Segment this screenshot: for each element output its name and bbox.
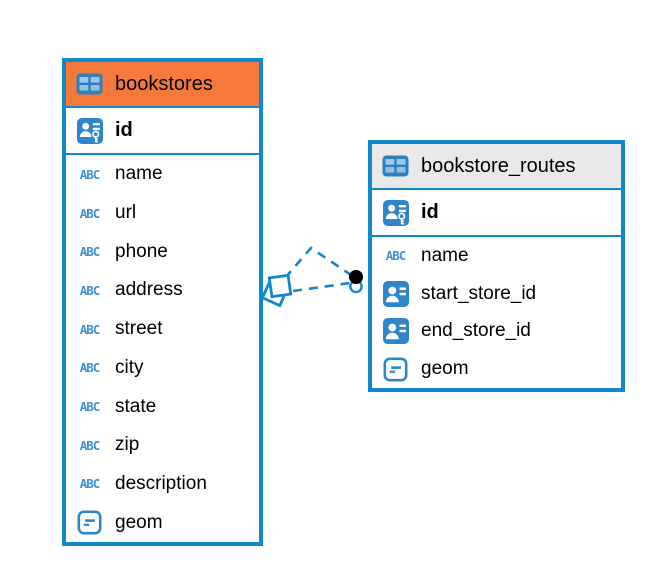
column-row-id[interactable]: id (66, 108, 259, 155)
column-name: geom (421, 358, 469, 380)
column-name: end_store_id (421, 320, 531, 342)
text-type-icon: ABC (79, 476, 101, 492)
reference-key-icon (379, 318, 412, 345)
table-bookstore-routes-columns: ABC name start_store_id (372, 237, 621, 388)
reference-key-icon (379, 280, 412, 307)
column-row-description[interactable]: ABC description (66, 465, 259, 504)
table-bookstore-routes[interactable]: bookstore_routes id ABC (368, 140, 625, 392)
text-type-icon: ABC (79, 205, 101, 221)
column-row-start-store-id[interactable]: start_store_id (372, 275, 621, 313)
table-bookstores-header[interactable]: bookstores (66, 62, 259, 108)
column-name: start_store_id (421, 282, 537, 304)
text-type-icon: ABC (385, 248, 407, 264)
relationship-target-dot-marker[interactable] (349, 270, 363, 294)
column-name: zip (115, 434, 140, 456)
column-name: name (421, 244, 469, 266)
column-row-address[interactable]: ABC address (66, 271, 259, 310)
column-name: geom (115, 511, 163, 533)
text-type-icon: ABC (79, 244, 101, 260)
table-name: bookstore_routes (421, 154, 576, 177)
column-row-url[interactable]: ABC url (66, 194, 259, 233)
column-name: phone (115, 240, 168, 262)
primary-key-icon (379, 199, 412, 226)
geometry-type-icon (73, 510, 106, 535)
column-row-geom[interactable]: geom (66, 503, 259, 542)
primary-key-name: id (421, 201, 439, 223)
column-row-name[interactable]: ABC name (66, 155, 259, 194)
table-name: bookstores (115, 72, 213, 95)
table-bookstore-routes-header[interactable]: bookstore_routes (372, 144, 621, 190)
column-row-zip[interactable]: ABC zip (66, 426, 259, 465)
text-type-icon: ABC (79, 321, 101, 337)
table-bookstores-columns: ABC name ABC url ABC phone ABC address A… (66, 155, 259, 542)
text-type-icon: ABC (79, 437, 101, 453)
relationship-line-upper[interactable] (284, 246, 352, 279)
relationship-source-diamond-marker[interactable] (260, 273, 293, 308)
primary-key-icon (73, 117, 106, 144)
column-name: name (115, 163, 163, 185)
column-row-geom[interactable]: geom (372, 350, 621, 388)
primary-key-name: id (115, 119, 133, 141)
relationship-line-lower[interactable] (292, 281, 351, 293)
column-row-id[interactable]: id (372, 190, 621, 237)
column-row-street[interactable]: ABC street (66, 310, 259, 349)
text-type-icon: ABC (79, 166, 101, 182)
column-row-state[interactable]: ABC state (66, 387, 259, 426)
column-row-name[interactable]: ABC name (372, 237, 621, 275)
text-type-icon: ABC (79, 282, 101, 298)
column-name: city (115, 356, 144, 378)
column-name: state (115, 395, 157, 417)
column-row-city[interactable]: ABC city (66, 349, 259, 388)
table-icon (73, 73, 106, 95)
column-row-phone[interactable]: ABC phone (66, 232, 259, 271)
table-bookstores[interactable]: bookstores id ABC (62, 58, 263, 546)
column-name: description (115, 472, 207, 494)
column-name: url (115, 202, 137, 224)
table-icon (379, 155, 412, 177)
column-row-end-store-id[interactable]: end_store_id (372, 313, 621, 351)
column-name: address (115, 279, 183, 301)
text-type-icon: ABC (79, 399, 101, 415)
text-type-icon: ABC (79, 360, 101, 376)
geometry-type-icon (379, 357, 412, 382)
column-name: street (115, 318, 163, 340)
